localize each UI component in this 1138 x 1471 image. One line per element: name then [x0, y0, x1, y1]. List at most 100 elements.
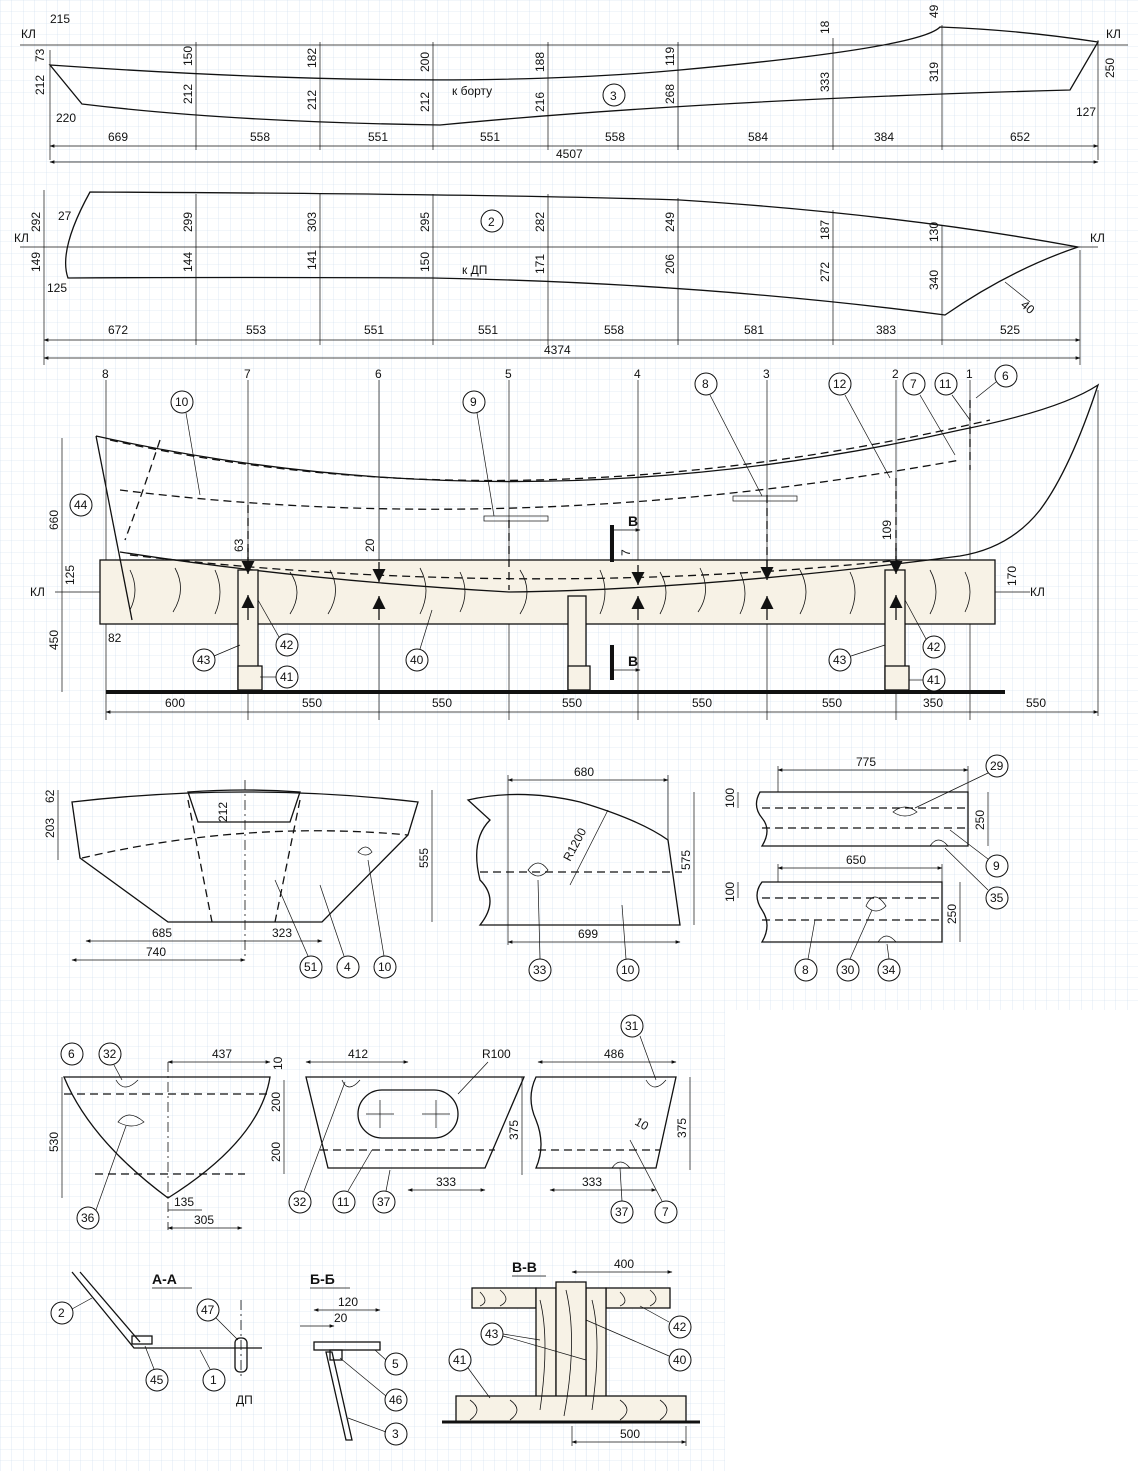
f6-callout-32: 32 — [103, 1047, 117, 1061]
h-660: 660 — [47, 510, 61, 530]
frame-4: 62 203 212 555 685 323 740 51 4 10 — [43, 780, 433, 979]
callout-8-assembly: 8 — [702, 377, 709, 391]
f8-dim-100: 100 — [723, 882, 737, 902]
dim-144: 144 — [181, 252, 195, 272]
section-v-v: В-В 400 500 42 43 40 41 — [442, 1257, 700, 1446]
f6-dim-200-b: 200 — [269, 1142, 283, 1162]
h-63: 63 — [232, 538, 246, 552]
space-550-c: 550 — [562, 696, 582, 710]
dim-125: 125 — [47, 281, 67, 295]
callout-43-left: 43 — [197, 653, 211, 667]
aa-callout-1: 1 — [210, 1373, 217, 1387]
seg-551-a: 551 — [368, 130, 388, 144]
f4-dim-740: 740 — [146, 945, 166, 959]
station-2: 2 — [892, 367, 899, 381]
station-1: 1 — [966, 367, 973, 381]
dim-249: 249 — [663, 212, 677, 232]
f11-callout-37: 37 — [377, 1195, 391, 1209]
seg-652: 652 — [1010, 130, 1030, 144]
dim-303: 303 — [305, 212, 319, 232]
bb-callout-46: 46 — [389, 1393, 403, 1407]
grid-background — [0, 0, 1138, 1010]
callout-9-assembly: 9 — [470, 395, 477, 409]
dim-27: 27 — [58, 209, 72, 223]
vv-callout-40: 40 — [673, 1353, 687, 1367]
f11-callout-11: 11 — [337, 1195, 350, 1209]
seg2-558: 558 — [604, 323, 624, 337]
seg-558-a: 558 — [250, 130, 270, 144]
f9-dim-775: 775 — [856, 755, 876, 769]
panel3-part-number: 3 — [610, 89, 617, 103]
f9-callout-9: 9 — [993, 859, 1000, 873]
axis-label-kl-3: КЛ — [30, 585, 45, 599]
f9-callout-35: 35 — [990, 891, 1004, 905]
space-550-e: 550 — [822, 696, 842, 710]
f6-callout-36: 36 — [81, 1211, 95, 1225]
f10-dim-680: 680 — [574, 765, 594, 779]
space-350: 350 — [923, 696, 943, 710]
dim-127: 127 — [1076, 105, 1096, 119]
space-550-f: 550 — [1026, 696, 1046, 710]
seg-384: 384 — [874, 130, 894, 144]
dim-73: 73 — [33, 48, 47, 62]
bb-dim-120: 120 — [338, 1295, 358, 1309]
vv-callout-43: 43 — [485, 1327, 499, 1341]
dim-187: 187 — [818, 220, 832, 240]
callout-11-assembly: 11 — [939, 377, 952, 391]
f4-callout-4: 4 — [344, 960, 351, 974]
dim-49: 49 — [927, 4, 941, 18]
f4-dim-323: 323 — [272, 926, 292, 940]
aa-callout-45: 45 — [150, 1373, 164, 1387]
dim-272: 272 — [818, 262, 832, 282]
f11-dim-412: 412 — [348, 1047, 368, 1061]
seg2-551-b: 551 — [478, 323, 498, 337]
space-550-b: 550 — [432, 696, 452, 710]
f8-callout-34: 34 — [882, 963, 896, 977]
axis-label-kl: КЛ — [21, 27, 36, 41]
f7-dim-375: 375 — [675, 1118, 689, 1138]
dim-150: 150 — [418, 252, 432, 272]
space-550-a: 550 — [302, 696, 322, 710]
dim-215: 215 — [50, 12, 70, 26]
station-3: 3 — [763, 367, 770, 381]
total-4374: 4374 — [544, 343, 571, 357]
seg-558-b: 558 — [605, 130, 625, 144]
panel3-edge-label: к борту — [452, 84, 492, 98]
seg2-383: 383 — [876, 323, 896, 337]
callout-10-assembly: 10 — [175, 395, 189, 409]
f9-dim-100: 100 — [723, 788, 737, 808]
dim-282: 282 — [533, 212, 547, 232]
dim-212-c: 212 — [305, 90, 319, 110]
assembly-view: 8 7 6 5 4 3 2 1 КЛ КЛ — [30, 364, 1100, 720]
f11-dim-333: 333 — [436, 1175, 456, 1189]
callout-43-right: 43 — [833, 653, 847, 667]
h-82: 82 — [108, 631, 122, 645]
section-mark-v-top: В — [628, 513, 638, 529]
callout-41-left: 41 — [280, 670, 294, 684]
f10-callout-33: 33 — [533, 963, 547, 977]
f4-callout-10: 10 — [378, 960, 392, 974]
dim-212-a: 212 — [33, 75, 47, 95]
f11-dim-r100: R100 — [482, 1047, 511, 1061]
total-4507: 4507 — [556, 147, 583, 161]
frame-7: 486 375 10 333 31 37 7 — [530, 1014, 691, 1224]
station-7: 7 — [244, 367, 251, 381]
section-b-b-title: Б-Б — [310, 1271, 335, 1287]
vv-callout-42: 42 — [673, 1320, 687, 1334]
dim-141: 141 — [305, 250, 319, 270]
seg2-525: 525 — [1000, 323, 1020, 337]
dim-18: 18 — [818, 20, 832, 34]
f10-dim-699: 699 — [578, 927, 598, 941]
f7-callout-31: 31 — [625, 1019, 639, 1033]
f6-dim-437: 437 — [212, 1047, 232, 1061]
f7-dim-10: 10 — [633, 1114, 652, 1133]
vv-dim-500: 500 — [620, 1427, 640, 1441]
seg2-672: 672 — [108, 323, 128, 337]
section-mark-v-bottom: В — [628, 653, 638, 669]
axis-label-kl-2: КЛ — [14, 231, 29, 245]
dim-319: 319 — [927, 62, 941, 82]
f8-callout-30: 30 — [841, 963, 855, 977]
f4-dim-212: 212 — [216, 802, 230, 822]
f4-dim-62: 62 — [43, 789, 57, 803]
